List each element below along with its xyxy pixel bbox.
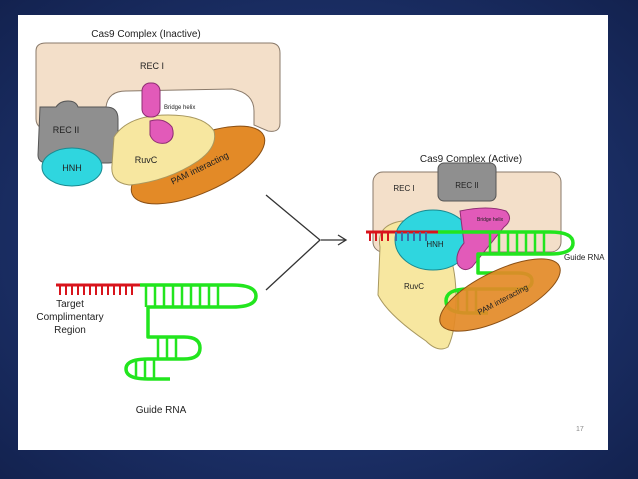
guide-rna-scaffold: [124, 283, 258, 381]
active-rna-hidden-teeth: [395, 232, 427, 241]
guide-rna-base-pairs: [134, 285, 220, 379]
active-hnh-label: HNH: [426, 240, 444, 249]
transition-arrow-chevron: [265, 194, 321, 291]
active-rec1-label: REC I: [393, 184, 414, 193]
active-rec2-label: REC II: [455, 181, 479, 190]
guide-rna-active-label: Guide RNA: [564, 253, 605, 262]
active-rna-target-teeth: [369, 232, 389, 241]
inactive-hnh: [41, 147, 103, 187]
guide-rna-label: Guide RNA: [136, 405, 187, 416]
target-label-line1: Target: [56, 299, 84, 310]
transition-arrow-head: [321, 234, 348, 246]
inactive-bridge-helix-label: Bridge helix: [164, 105, 195, 111]
title-active: Cas9 Complex (Active): [420, 154, 522, 165]
guide-rna-target-teeth: [59, 285, 133, 295]
inactive-hnh-label: HNH: [62, 163, 82, 173]
active-ruvc-label: RuvC: [404, 282, 424, 291]
target-label-line2: Complimentary: [36, 312, 103, 323]
active-rec2: [437, 162, 497, 202]
inactive-ruvc-label: RuvC: [135, 155, 158, 165]
cas9-diagram: Cas9 Complex (Inactive) REC I REC II PAM…: [35, 29, 605, 433]
target-label-line3: Region: [54, 325, 86, 336]
inactive-rec1-label: REC I: [140, 61, 164, 71]
active-bridge-helix-label: Bridge helix: [477, 217, 504, 223]
page-number: 17: [576, 426, 584, 433]
title-inactive: Cas9 Complex (Inactive): [91, 29, 200, 40]
active-bridge-helix: [456, 207, 510, 271]
inactive-bridge-helix: [141, 82, 161, 118]
inactive-ruvc: [111, 114, 216, 186]
inactive-rec2-label: REC II: [53, 125, 80, 135]
active-pam: [439, 258, 561, 332]
inactive-bridge-helix-lower: [149, 119, 174, 144]
slide: Cas9 Complex (Inactive) REC I REC II PAM…: [18, 15, 608, 450]
